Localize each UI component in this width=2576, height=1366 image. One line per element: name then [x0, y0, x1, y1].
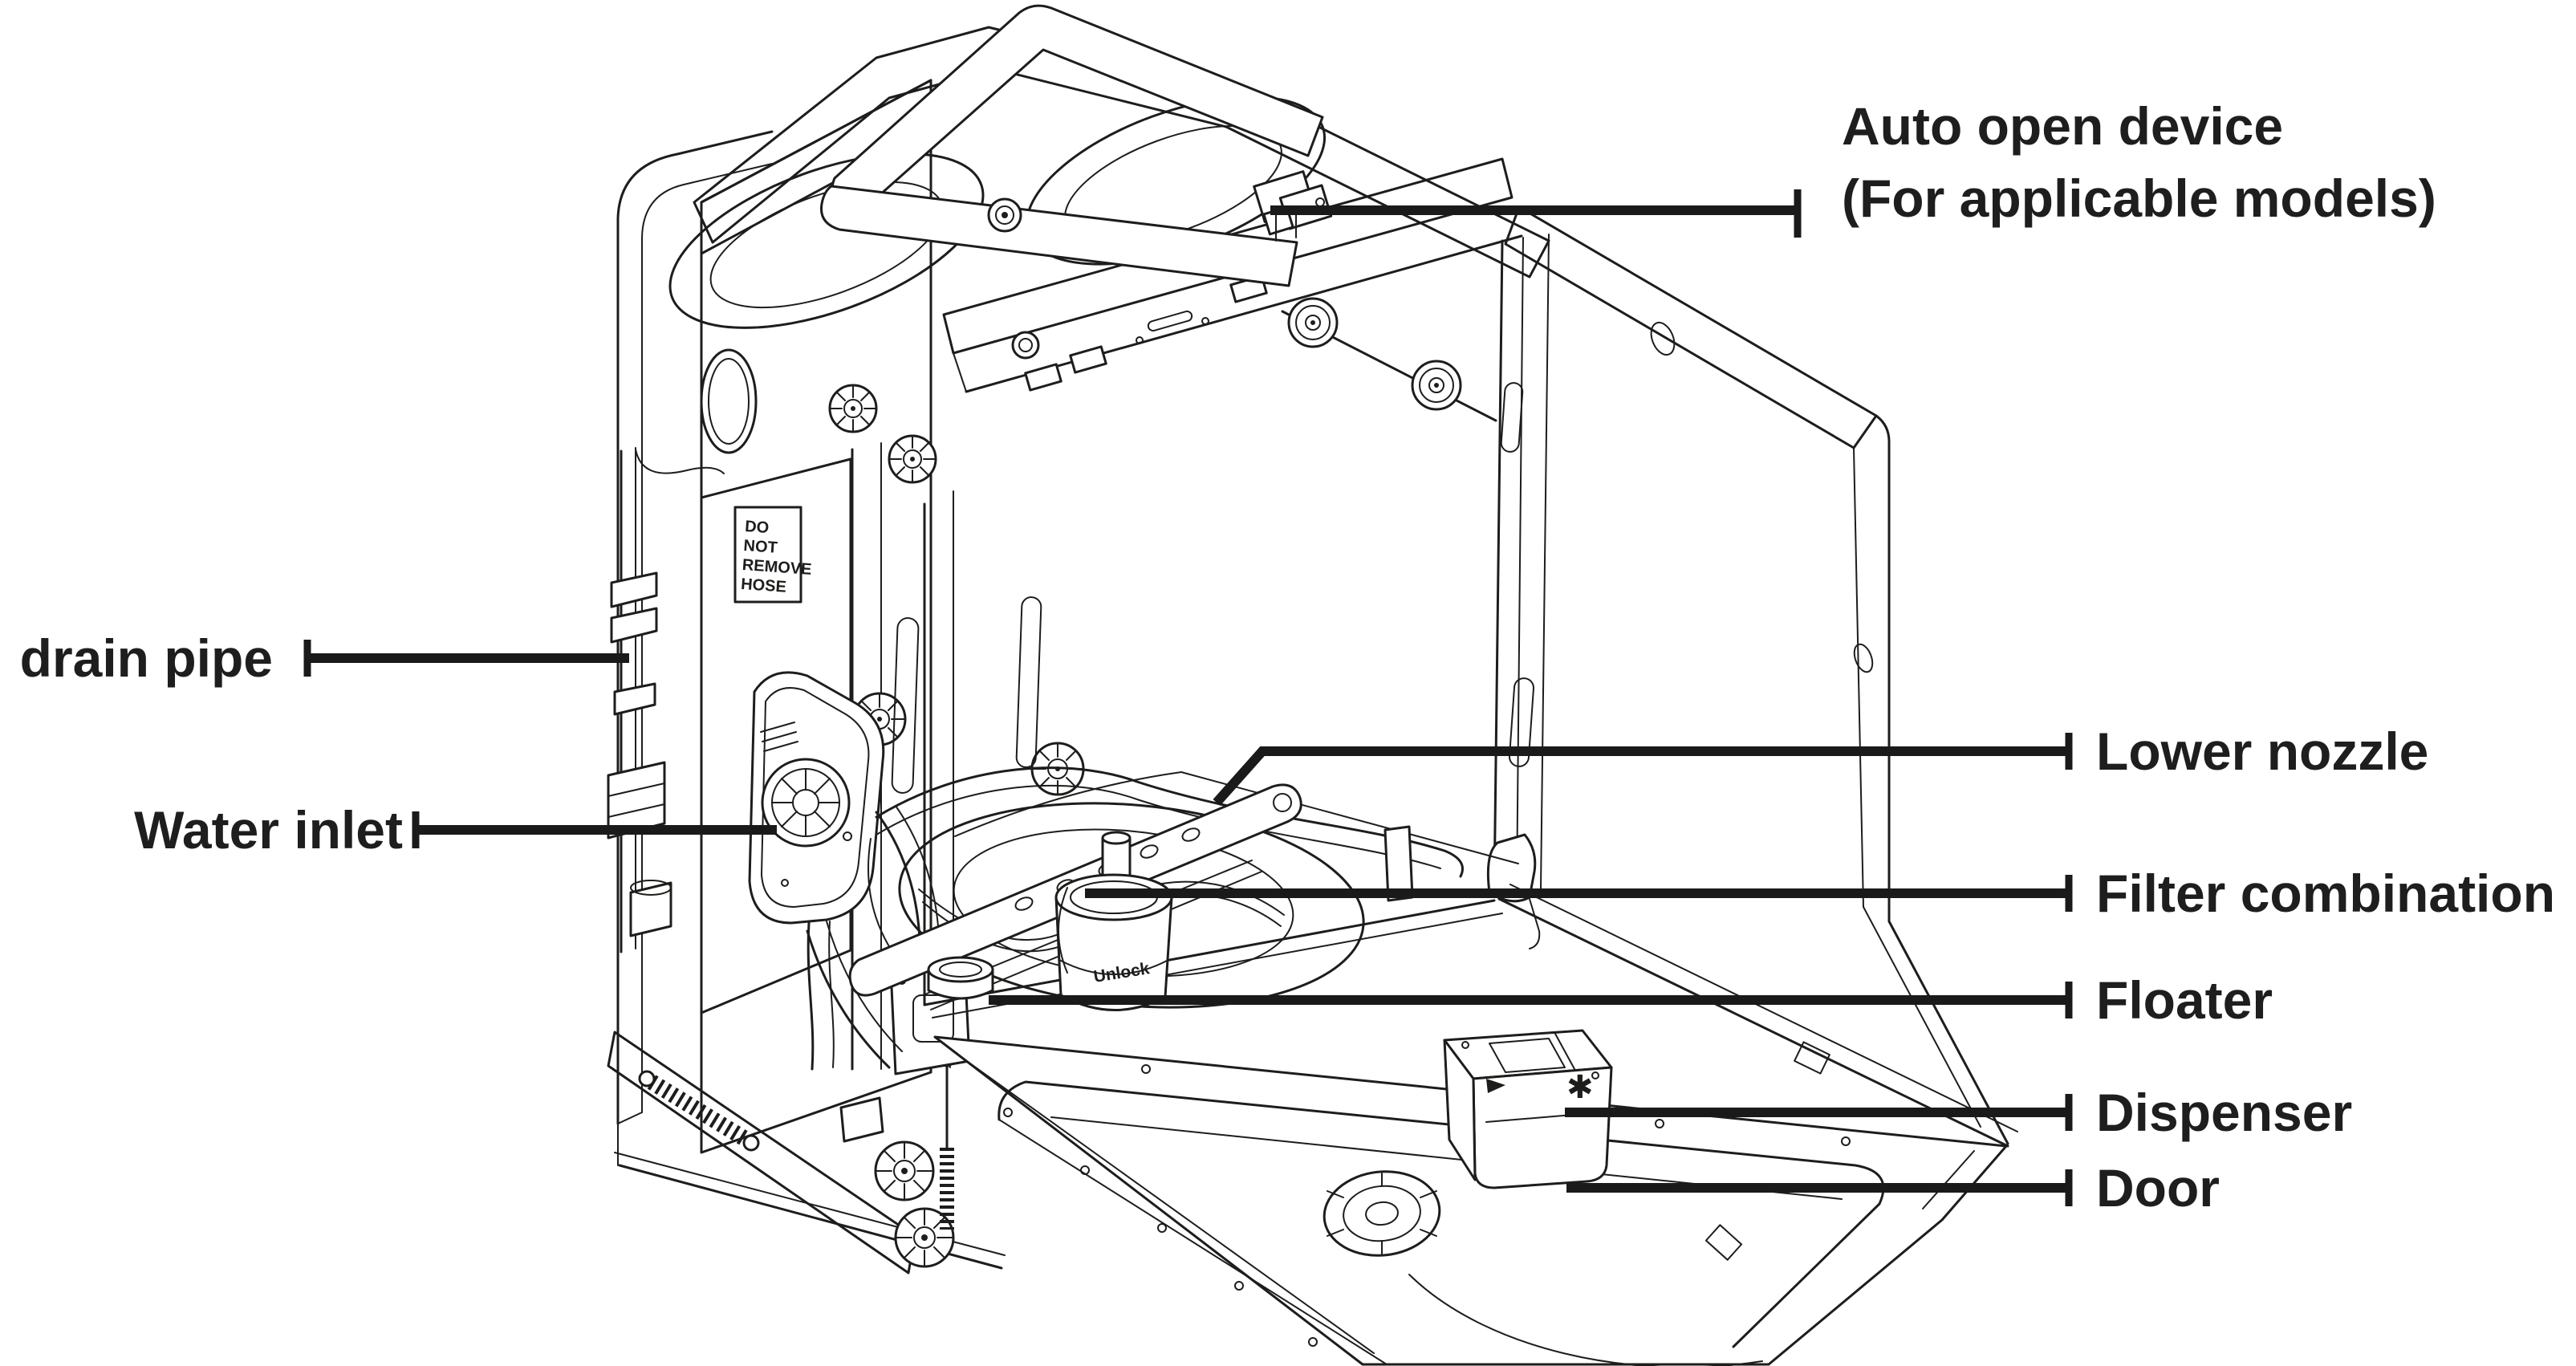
- floater-part: [927, 956, 994, 1000]
- top-straps: [819, 4, 1324, 360]
- lower-nozzle-leader: [1213, 733, 2073, 806]
- label-auto-open-line1: Auto open device: [1842, 96, 2284, 156]
- label-floater: Floater: [2096, 970, 2273, 1030]
- auto-open-leader: [1270, 189, 1802, 238]
- svg-text:HOSE: HOSE: [740, 575, 786, 596]
- label-door: Door: [2096, 1158, 2220, 1218]
- door-leader: [1566, 1169, 2073, 1206]
- rear-side-panel: [616, 130, 774, 1125]
- drain-pipe-part: [607, 447, 725, 953]
- label-auto-open-device: Auto open device (For applicable models): [1842, 90, 2436, 234]
- dispenser-part: ✱: [1443, 1029, 1613, 1189]
- filter-combination-leader: [1085, 875, 2073, 912]
- label-lower-nozzle: Lower nozzle: [2096, 722, 2429, 781]
- drain-pipe-leader: [303, 640, 629, 677]
- label-drain-pipe: drain pipe: [19, 628, 273, 688]
- water-inlet-part: [748, 671, 951, 1071]
- screw-rosettes: [828, 384, 1085, 796]
- door-part: ✱: [933, 1029, 2008, 1366]
- label-dispenser: Dispenser: [2096, 1083, 2353, 1142]
- front-rim: [1486, 234, 2009, 1145]
- dispenser-leader: [1565, 1094, 2073, 1131]
- dispenser-asterisk: ✱: [1566, 1070, 1594, 1105]
- rack-rollers: [1281, 297, 1497, 422]
- strap-screw-boss: [987, 197, 1022, 233]
- svg-text:DO: DO: [745, 518, 770, 537]
- water-inlet-leader: [412, 811, 777, 848]
- door-vent: [1323, 1170, 1441, 1257]
- floater-leader: [989, 982, 2073, 1018]
- label-auto-open-line2: (For applicable models): [1842, 169, 2436, 228]
- svg-text:NOT: NOT: [743, 537, 778, 557]
- hinge-edge: [1497, 884, 2018, 1148]
- label-water-inlet: Water inlet: [134, 800, 403, 860]
- label-filter-combination: Filter combination: [2096, 864, 2556, 923]
